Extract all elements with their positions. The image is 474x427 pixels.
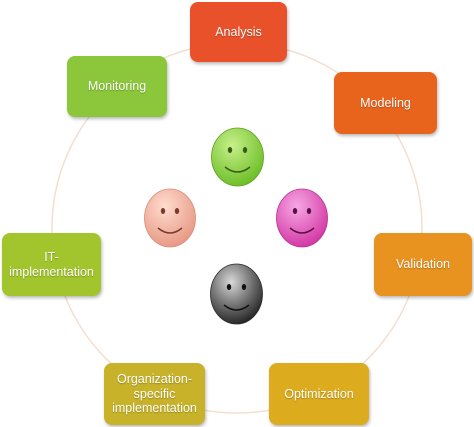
step-validation: Validation bbox=[374, 233, 472, 296]
step-it-implementation: IT- implementation bbox=[2, 233, 101, 296]
step-monitoring: Monitoring bbox=[67, 56, 167, 117]
step-optimization-label: Optimization bbox=[284, 386, 354, 401]
step-it-implementation-label: IT- implementation bbox=[9, 250, 94, 279]
smiley-green-icon bbox=[211, 127, 264, 187]
step-organization-implementation-label: Organization- specific implementation bbox=[112, 372, 197, 416]
step-validation-label: Validation bbox=[396, 257, 450, 272]
smiley-pink-icon bbox=[144, 188, 196, 248]
smiley-gray-icon bbox=[210, 263, 263, 325]
step-analysis-label: Analysis bbox=[215, 24, 262, 39]
step-monitoring-label: Monitoring bbox=[87, 79, 147, 94]
step-organization-implementation: Organization- specific implementation bbox=[104, 363, 205, 425]
smiley-magenta-icon bbox=[276, 188, 328, 248]
step-analysis: Analysis bbox=[190, 2, 287, 62]
step-modeling: Modeling bbox=[334, 72, 437, 134]
step-optimization: Optimization bbox=[269, 363, 369, 425]
step-modeling-label: Modeling bbox=[360, 95, 411, 110]
